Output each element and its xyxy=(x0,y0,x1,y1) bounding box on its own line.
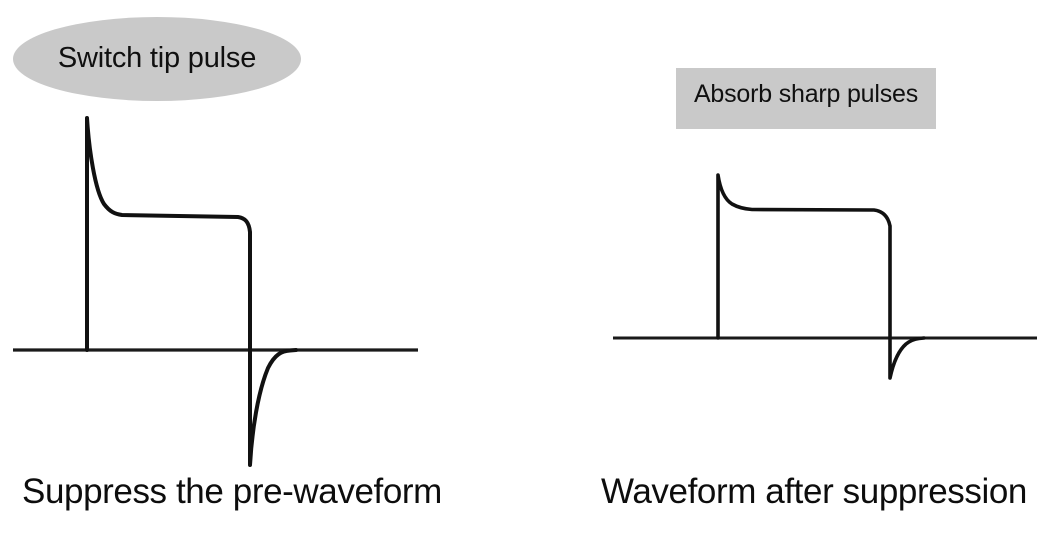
panel-waveform-after-suppression: Absorb sharp pulses Waveform after suppr… xyxy=(526,0,1052,550)
waveform-left-chart xyxy=(13,116,418,467)
waveform-right-chart xyxy=(613,173,1037,380)
waveform-trace-right xyxy=(716,173,926,380)
panel-suppress-pre-waveform: Switch tip pulse Suppress the pre-wavefo… xyxy=(13,17,442,511)
callout-label-switch-tip-pulse: Switch tip pulse xyxy=(57,42,257,74)
caption-suppress-the-pre-waveform: Suppress the pre-waveform xyxy=(22,472,442,511)
caption-waveform-after-suppression: Waveform after suppression xyxy=(601,472,1027,511)
callout-rectangle-shape xyxy=(676,68,936,129)
callout-label-absorb-sharp-pulses: Absorb sharp pulses xyxy=(693,80,919,108)
callout-ellipse-shape xyxy=(13,17,301,101)
waveform-trace-left xyxy=(85,116,298,467)
